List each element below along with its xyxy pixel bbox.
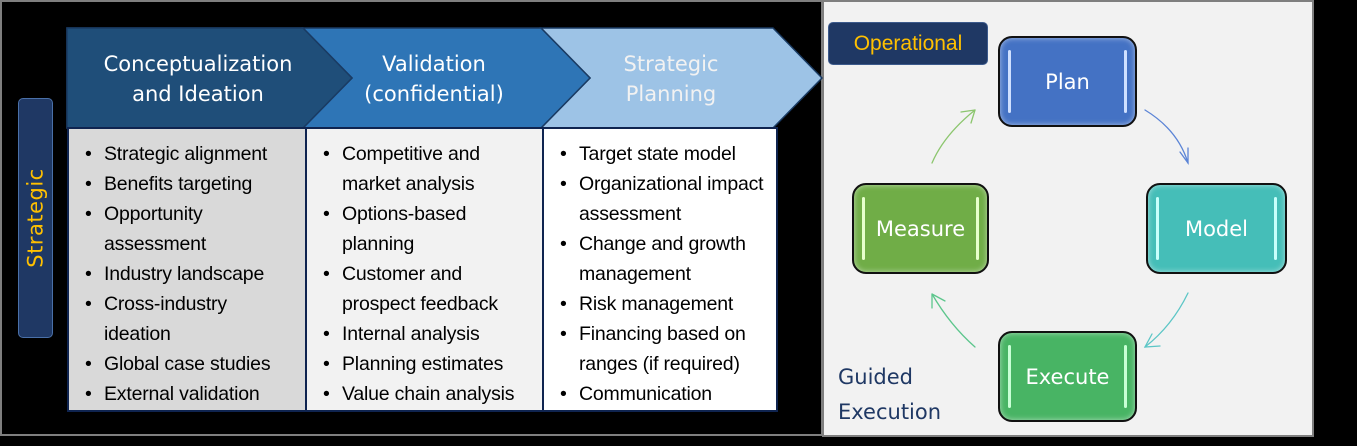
cycle-step-measure: Measure	[852, 183, 989, 274]
list-item: Global case studies	[83, 349, 297, 379]
phase-2-column: Competitive and market analysis Options-…	[305, 129, 542, 410]
phase-3-column: Target state model Organizational impact…	[542, 129, 776, 410]
phase-1-list: Strategic alignment Benefits targeting O…	[83, 139, 297, 409]
cycle-step-execute: Execute	[998, 331, 1137, 422]
phase-3-list: Target state model Organizational impact…	[558, 139, 768, 409]
gloss-highlight	[1156, 197, 1159, 260]
gloss-highlight	[1124, 345, 1127, 408]
phase-2-title: Validation(confidential)	[364, 52, 504, 106]
list-item: Options-based planning	[321, 199, 534, 259]
gloss-highlight	[1008, 50, 1011, 113]
list-item: Strategic alignment	[83, 139, 297, 169]
list-item: Organizational impact assessment	[558, 169, 768, 229]
list-item: Industry landscape	[83, 259, 297, 289]
list-item: External validation	[83, 379, 297, 409]
list-item: Value chain analysis	[321, 379, 534, 409]
list-item: Communication	[558, 379, 768, 409]
list-item: Target state model	[558, 139, 768, 169]
strategic-label: Strategic	[18, 98, 53, 338]
list-item: Internal analysis	[321, 319, 534, 349]
gloss-highlight	[1274, 197, 1277, 260]
phase-chevrons	[66, 27, 823, 129]
phase-1-column: Strategic alignment Benefits targeting O…	[69, 129, 305, 410]
list-item: Cross-industry ideation	[83, 289, 297, 349]
list-item: Risk management	[558, 289, 768, 319]
phase-columns: Strategic alignment Benefits targeting O…	[67, 127, 778, 412]
guided-execution-label: Guided Execution	[838, 365, 942, 424]
list-item: Planning estimates	[321, 349, 534, 379]
list-item: Customer and prospect feedback	[321, 259, 534, 319]
list-item: Financing based on ranges (if required)	[558, 319, 768, 379]
list-item: Benefits targeting	[83, 169, 297, 199]
list-item: Competitive and market analysis	[321, 139, 534, 199]
gloss-highlight	[1008, 345, 1011, 408]
gloss-highlight	[1124, 50, 1127, 113]
operational-label: Operational	[828, 22, 988, 65]
gloss-highlight	[976, 197, 979, 260]
list-item: Change and growth management	[558, 229, 768, 289]
list-item: Opportunity assessment	[83, 199, 297, 259]
gloss-highlight	[862, 197, 865, 260]
cycle-step-plan: Plan	[998, 36, 1137, 127]
cycle-step-model: Model	[1146, 183, 1287, 274]
phase-2-list: Competitive and market analysis Options-…	[321, 139, 534, 409]
